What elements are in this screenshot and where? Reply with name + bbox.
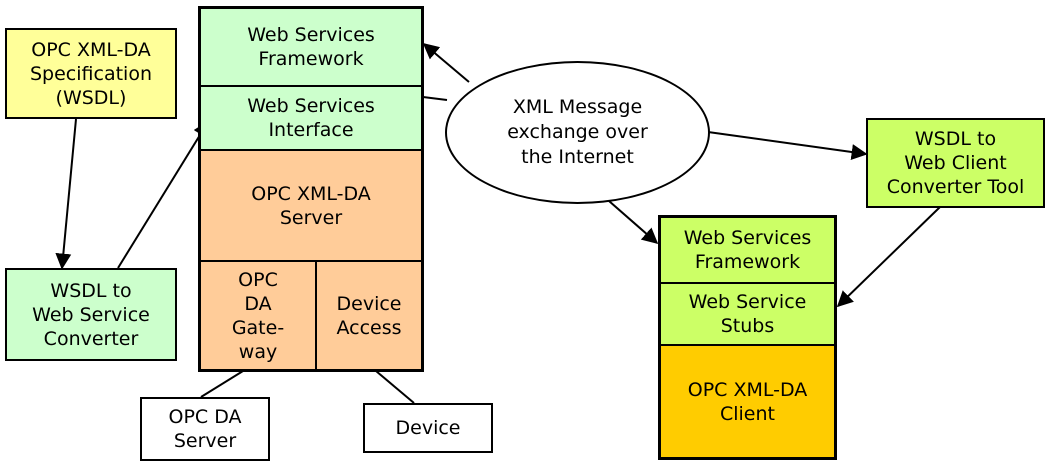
opc-server-cell: OPC XML-DA Server bbox=[200, 150, 422, 261]
opc-da-server-label: OPC DA Server bbox=[168, 406, 242, 452]
line-gateway-to-opc-da-server bbox=[200, 370, 244, 398]
client-stack: Web Services Framework Web Service Stubs… bbox=[658, 215, 837, 460]
opc-gateway-cell: OPC DA Gate- way bbox=[200, 261, 316, 370]
opc-server-label: OPC XML-DA Server bbox=[251, 182, 371, 229]
server-interface-cell: Web Services Interface bbox=[200, 86, 422, 150]
server-interface-label: Web Services Interface bbox=[247, 95, 375, 141]
client-stubs-label: Web Service Stubs bbox=[688, 291, 807, 337]
opc-da-server-box: OPC DA Server bbox=[140, 397, 270, 461]
wsdl-server-converter-label: WSDL to Web Service Converter bbox=[32, 279, 150, 350]
device-label: Device bbox=[395, 417, 461, 439]
line-interface-to-exchange bbox=[422, 96, 448, 101]
arrow-exchange-to-client-tool bbox=[707, 131, 868, 160]
wsdl-client-tool-box: WSDL to Web Client Converter Tool bbox=[866, 118, 1045, 208]
xml-exchange-label: XML Message exchange over the Internet bbox=[507, 96, 648, 168]
arrow-exchange-to-server-framework bbox=[422, 42, 470, 83]
device-box: Device bbox=[363, 403, 493, 453]
arrow-server-converter-to-interface bbox=[117, 120, 209, 269]
server-framework-cell: Web Services Framework bbox=[200, 8, 422, 86]
device-access-label: Device Access bbox=[336, 292, 402, 339]
opc-spec-label: OPC XML-DA Specification (WSDL) bbox=[30, 38, 152, 109]
client-framework-cell: Web Services Framework bbox=[660, 217, 835, 283]
arrow-client-tool-to-stubs bbox=[836, 206, 941, 308]
opc-client-label: OPC XML-DA Client bbox=[687, 378, 808, 425]
opc-gateway-label: OPC DA Gate- way bbox=[231, 268, 285, 363]
server-framework-label: Web Services Framework bbox=[247, 24, 375, 70]
wsdl-client-tool-label: WSDL to Web Client Converter Tool bbox=[886, 128, 1025, 198]
server-stack: Web Services Framework Web Services Inte… bbox=[198, 6, 424, 372]
wsdl-server-converter-box: WSDL to Web Service Converter bbox=[5, 268, 177, 361]
opc-client-cell: OPC XML-DA Client bbox=[660, 345, 835, 458]
line-device-access-to-device bbox=[375, 370, 415, 404]
client-stubs-cell: Web Service Stubs bbox=[660, 283, 835, 345]
client-framework-label: Web Services Framework bbox=[683, 227, 812, 273]
xml-exchange-ellipse: XML Message exchange over the Internet bbox=[445, 61, 710, 204]
opc-spec-box: OPC XML-DA Specification (WSDL) bbox=[5, 28, 177, 119]
arrow-exchange-to-client-framework bbox=[608, 200, 659, 245]
device-access-cell: Device Access bbox=[316, 261, 422, 370]
arrow-spec-to-server-converter bbox=[55, 118, 77, 270]
